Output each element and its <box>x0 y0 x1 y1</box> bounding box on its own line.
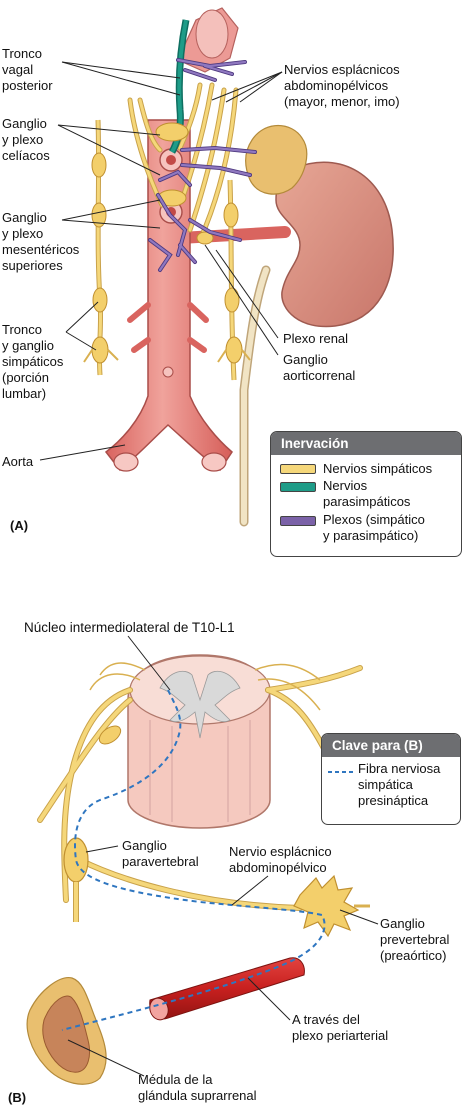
label-aorticorenal-ganglion: Ganglio aorticorrenal <box>283 352 356 383</box>
presynaptic-fiber <box>61 689 326 1031</box>
panel-b-tag: (B) <box>8 1090 27 1105</box>
adrenal-gland <box>245 125 308 195</box>
aorticorenal-ganglion-art <box>196 231 214 245</box>
kidney <box>275 161 394 328</box>
label-renal-plexus: Plexo renal <box>283 331 349 346</box>
legend-title: Inervación <box>271 432 461 455</box>
plexus-swatch <box>280 516 316 526</box>
legend-innervation: Inervación Nervios simpáticos Nervios pa… <box>270 431 462 557</box>
aorta <box>104 119 233 472</box>
label-vagal-trunk: Tronco vagal posterior <box>2 46 53 93</box>
legend-label-parasympathetic: Nervios parasimpáticos <box>323 478 411 509</box>
label-suprarenal-medulla: Médula de la glándula suprarrenal <box>138 1072 257 1103</box>
esophagus-lumen <box>195 9 229 59</box>
sympathetic-swatch <box>280 464 316 474</box>
prevertebral-ganglion-art <box>293 874 360 938</box>
label-splanchnic-nerve: Nervio esplácnico abdominopélvico <box>229 844 332 875</box>
legend-item-plexus: Plexos (simpático y parasimpático) <box>271 512 461 546</box>
label-sympathetic-trunk: Tronco y ganglio simpáticos (porción lum… <box>2 322 64 401</box>
leader-lines-b <box>67 635 379 1077</box>
label-intermediolateral-nucleus: Núcleo intermediolateral de T10-L1 <box>24 620 235 635</box>
label-prevertebral-ganglion: Ganglio prevertebral (preaórtico) <box>380 916 450 963</box>
panel-a-tag: (A) <box>10 518 29 533</box>
label-aorta: Aorta <box>2 454 34 469</box>
legend-label-presynaptic: Fibra nerviosa simpática presináptica <box>358 761 441 808</box>
panel-a-art <box>39 7 394 527</box>
legend-item-sympathetic: Nervios simpáticos <box>271 460 461 478</box>
legend-label-plexus: Plexos (simpático y parasimpático) <box>323 512 425 543</box>
label-periarterial-plexus: A través del plexo periarterial <box>292 1012 389 1043</box>
label-splanchnic-nerves: Nervios esplácnicos abdominopélvicos (ma… <box>284 62 400 109</box>
label-celiac-ganglion: Ganglio y plexo celíacos <box>2 116 50 163</box>
celiac-ganglion <box>155 122 189 142</box>
legend-label-sympathetic: Nervios simpáticos <box>323 461 433 476</box>
legend-b-title: Clave para (B) <box>322 734 460 757</box>
legend-key-b: Clave para (B) Fibra nerviosa simpática … <box>321 733 461 825</box>
panel-b-art <box>26 635 379 1085</box>
leader-lines-a <box>39 61 283 461</box>
parasympathetic-swatch <box>280 482 316 492</box>
legend-item-parasympathetic: Nervios parasimpáticos <box>271 478 461 512</box>
periarterial-artery <box>149 957 305 1020</box>
label-paravertebral-ganglion: Ganglio paravertebral <box>122 838 199 869</box>
label-superior-mesenteric: Ganglio y plexo mesentéricos superiores <box>2 210 80 273</box>
presynaptic-swatch <box>328 771 354 773</box>
